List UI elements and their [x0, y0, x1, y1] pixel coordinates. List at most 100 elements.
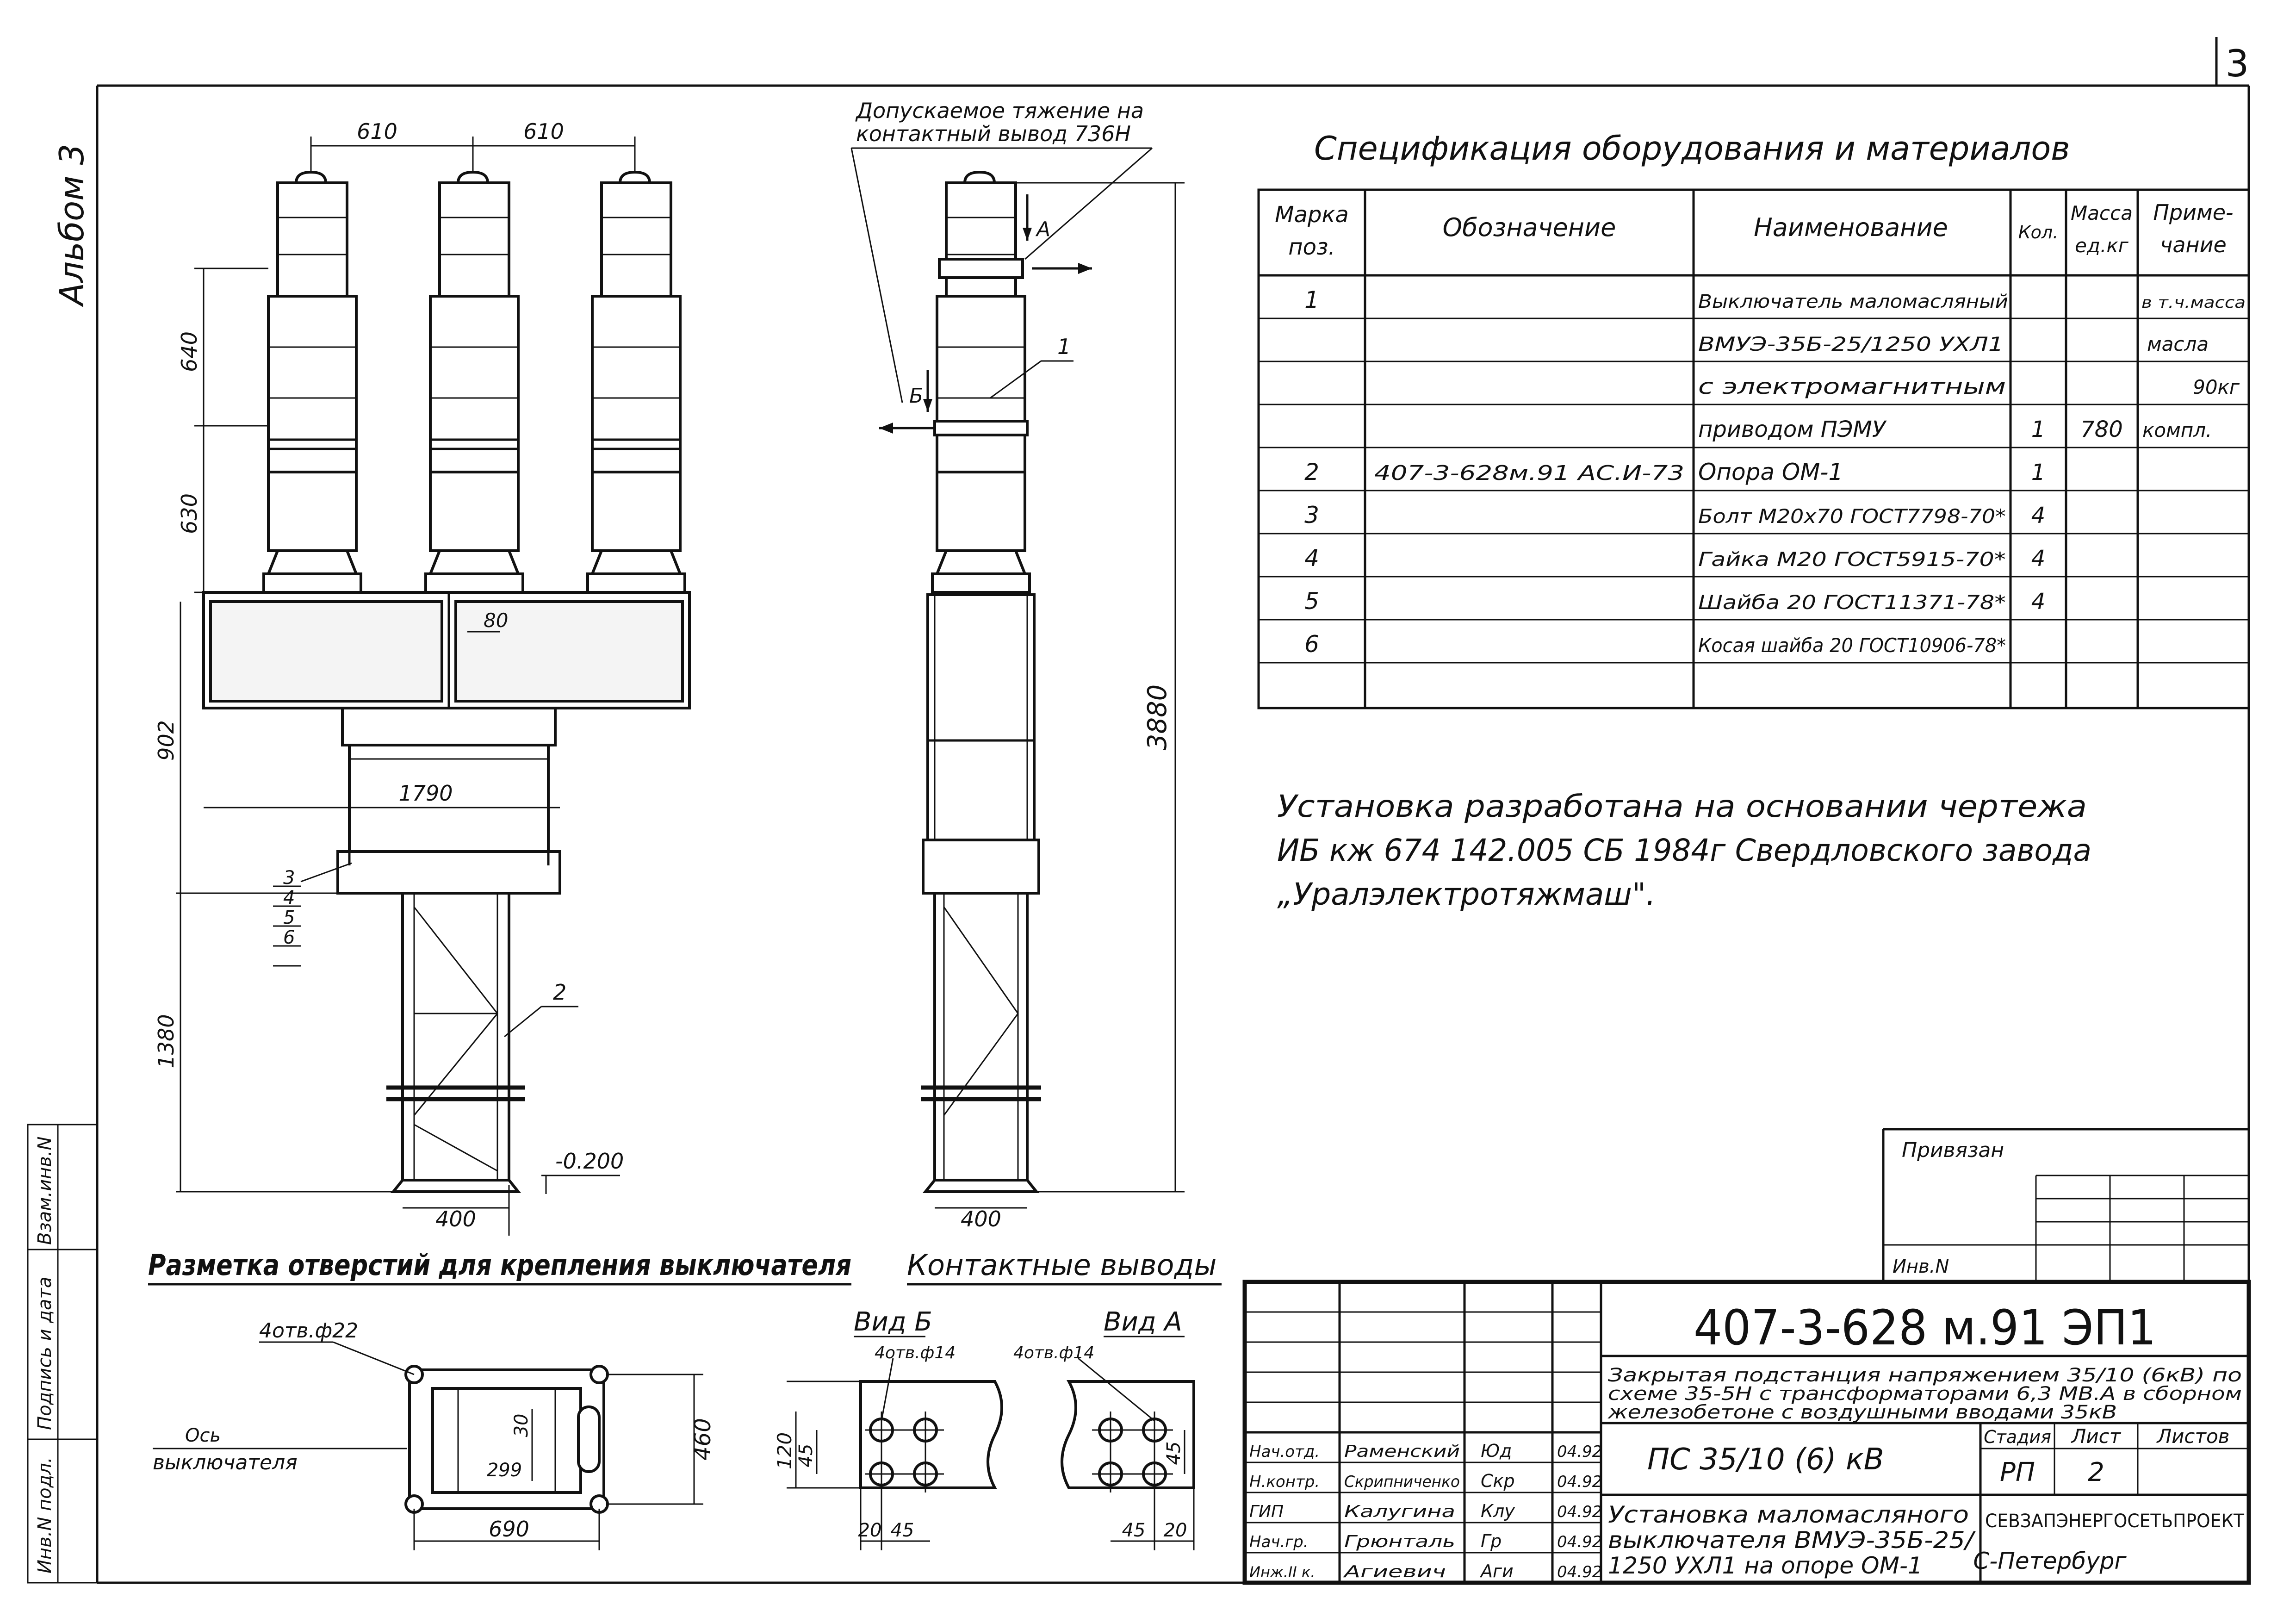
- dim-20-right: 20: [1164, 1520, 1187, 1541]
- stamp-title-line-2: выключателя ВМУЭ-35Б-25/: [1608, 1527, 1976, 1554]
- spec-row-1-mark: 1: [1304, 286, 1319, 313]
- signer-4-sign: Гр: [1481, 1531, 1502, 1551]
- stamp-stage: РП: [2000, 1457, 2035, 1487]
- spec-header-note-2: чание: [2160, 232, 2227, 257]
- stamp-code: 407-3-628 м.91 ЭП1: [1694, 1300, 2156, 1356]
- stamp-stage-header: Стадия: [1984, 1427, 2051, 1447]
- spec-row-3-name: с электромагнитным: [1698, 374, 2006, 399]
- holes-dim-460: 460: [690, 1418, 716, 1461]
- signer-2-date: 04.92: [1557, 1473, 1602, 1491]
- mounting-plate: [336, 850, 561, 895]
- stamp-sheets-header: Листов: [2156, 1425, 2230, 1448]
- holes-dim-30: 30: [511, 1414, 532, 1437]
- contacts-title: Контактные выводы: [907, 1248, 1216, 1282]
- arrow-a-label: А: [1035, 218, 1050, 241]
- signer-2-name: Скрипниченко: [1344, 1473, 1460, 1491]
- holes-dim-690: 690: [489, 1517, 529, 1542]
- signer-1-sign: Юд: [1481, 1441, 1512, 1461]
- stamp-sheet-header: Лист: [2071, 1425, 2122, 1448]
- stamp-title-line-3: 1250 УХЛ1 на опоре ОМ-1: [1608, 1552, 1923, 1579]
- spec-header-note-1: Приме-: [2153, 200, 2233, 225]
- contact-view-b: [787, 1358, 1003, 1550]
- spec-row-3-note: 90кг: [2193, 376, 2240, 398]
- dim-902: 902: [154, 720, 179, 761]
- spec-header-mark-2: поз.: [1288, 234, 1335, 260]
- dim-400-side: 400: [961, 1206, 1001, 1231]
- holes-title: Разметка отверстий для крепления выключа…: [148, 1248, 851, 1282]
- dim-45-bottom-left: 45: [891, 1520, 914, 1541]
- callout-3: 3: [283, 867, 295, 889]
- stamp-desc-line-2: схеме 35-5Н с трансформаторами 6,3 МВ.А …: [1608, 1383, 2242, 1405]
- signer-5-role: Инж.II к.: [1249, 1563, 1315, 1581]
- spec-row-6-mark: 3: [1304, 502, 1319, 529]
- spec-header-mark-1: Марка: [1275, 202, 1349, 228]
- spec-header-mass-1: Масса: [2071, 202, 2133, 224]
- view-a-label: Вид А: [1104, 1307, 1182, 1337]
- spec-row-4-qty: 1: [2031, 417, 2046, 442]
- spec-row-7-qty: 4: [2031, 546, 2046, 572]
- tension-note-line2: контактный вывод 736Н: [856, 121, 1131, 146]
- stamp-organization: СЕВЗАПЭНЕРГОСЕТЬПРОЕКТ: [1985, 1511, 2245, 1532]
- album-label: Альбом 3: [52, 144, 91, 307]
- pole-left: [262, 170, 362, 594]
- spec-row-6-qty: 4: [2031, 503, 2046, 529]
- spec-row-4-name: приводом ПЭМУ: [1698, 417, 1887, 442]
- privyazan-inv-label: Инв.N: [1893, 1256, 1949, 1277]
- signer-5-date: 04.92: [1557, 1563, 1602, 1581]
- callout-6: 6: [283, 927, 295, 948]
- side-stamp: Взам.инв.N Подпись и дата Инв.N подл.: [27, 1124, 98, 1584]
- signer-1-name: Раменский: [1344, 1442, 1460, 1461]
- signer-1-role: Нач.отд.: [1249, 1443, 1320, 1461]
- side-stamp-inventory: Инв.N подл.: [34, 1457, 56, 1573]
- signer-4-role: Нач.гр.: [1249, 1533, 1309, 1551]
- spec-header-designation: Обозначение: [1443, 213, 1616, 242]
- note-line-2: ИБ кж 674 142.005 СБ 1984г Свердловского…: [1277, 833, 2091, 868]
- signer-3-sign: Клу: [1481, 1501, 1515, 1521]
- spec-row-8-mark: 5: [1304, 588, 1319, 615]
- tension-note-line1: Допускаемое тяжение на: [855, 98, 1144, 123]
- spec-row-9-mark: 6: [1304, 631, 1319, 658]
- stamp-city: С-Петербург: [1973, 1548, 2127, 1574]
- spec-row-2-name: ВМУЭ-35Б-25/1250 УХЛ1: [1698, 333, 2004, 355]
- spec-title: Спецификация оборудования и материалов: [1314, 130, 2070, 168]
- holes-hole-label: 4отв.ф22: [259, 1319, 358, 1343]
- title-stamp-grid: [1242, 1280, 2251, 1585]
- hole-b-label: 4отв.ф14: [875, 1343, 956, 1362]
- level-mark: -0.200: [555, 1149, 624, 1174]
- holes-drawing: [153, 1341, 703, 1550]
- note-line-3: „Уралэлектротяжмаш".: [1277, 877, 1656, 912]
- spec-row-8-qty: 4: [2031, 589, 2046, 615]
- support-om1-front: [386, 892, 525, 1193]
- dim-45-bottom-right: 45: [1122, 1520, 1146, 1541]
- callout-1: 1: [1057, 334, 1071, 359]
- dim-3880: 3880: [1142, 684, 1173, 751]
- stamp-desc-line-1: Закрытая подстанция напряжением 35/10 (6…: [1608, 1365, 2242, 1386]
- spec-row-4-note: компл.: [2142, 419, 2212, 442]
- signer-5-sign: Аги: [1479, 1561, 1514, 1581]
- dim-1380: 1380: [154, 1014, 179, 1068]
- signer-4-date: 04.92: [1557, 1533, 1602, 1551]
- holes-axis-label-1: Ось: [185, 1425, 221, 1446]
- signer-4-name: Грюнталь: [1344, 1532, 1455, 1551]
- dim-640: 640: [177, 331, 202, 372]
- signer-5-name: Агиевич: [1343, 1562, 1446, 1581]
- spec-header-mass-2: ед.кг: [2075, 234, 2129, 257]
- spec-header-qty: Кол.: [2018, 222, 2059, 243]
- dim-20-left: 20: [858, 1520, 882, 1541]
- callout-2: 2: [553, 980, 566, 1005]
- dim-120: 120: [773, 1432, 796, 1469]
- privyazan-block: [1882, 1128, 2249, 1282]
- signer-3-date: 04.92: [1557, 1503, 1602, 1521]
- hole-a-label: 4отв.ф14: [1013, 1343, 1094, 1362]
- spec-row-6-name: Болт М20х70 ГОСТ7798-70*: [1698, 505, 2006, 528]
- spec-row-1-note: в т.ч.масса: [2141, 293, 2246, 312]
- spec-row-2-note: масла: [2147, 333, 2209, 355]
- front-view: 610 610 640 630 80 902 1790 1380 400 -0.…: [154, 119, 691, 1236]
- side-stamp-signature: Подпись и дата: [34, 1277, 56, 1430]
- spec-row-5-qty: 1: [2031, 460, 2046, 485]
- signer-3-name: Калугина: [1344, 1502, 1455, 1521]
- stamp-desc-line-3: железобетоне с воздушными вводами 35кВ: [1607, 1402, 2117, 1423]
- signer-2-role: Н.контр.: [1249, 1473, 1320, 1491]
- dim-80: 80: [484, 609, 508, 632]
